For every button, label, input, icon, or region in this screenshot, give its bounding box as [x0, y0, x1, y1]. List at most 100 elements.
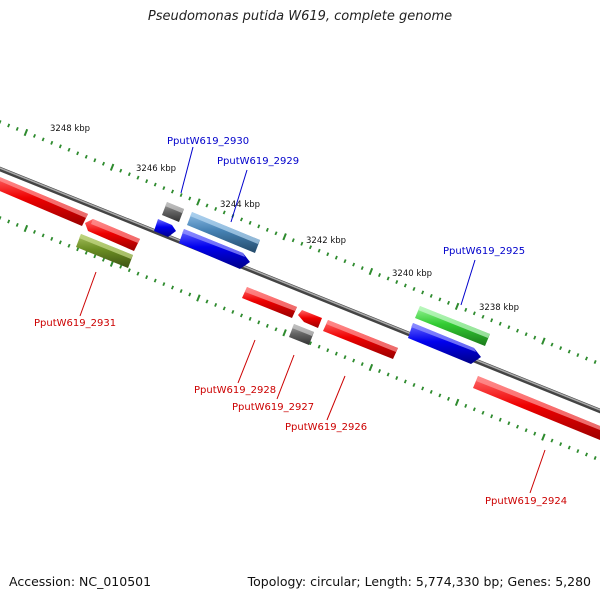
- minor-tick: [343, 259, 347, 264]
- gene-label-2931[interactable]: PputW619_2931: [34, 318, 116, 329]
- minor-tick: [162, 186, 166, 191]
- minor-tick: [550, 342, 554, 347]
- scale-label-3238: 3238 kbp: [479, 303, 519, 313]
- minor-tick: [41, 233, 45, 238]
- gene-label-2930[interactable]: PputW619_2930: [167, 136, 249, 147]
- feature-red-2924[interactable]: [473, 376, 600, 442]
- minor-tick: [76, 151, 80, 156]
- minor-tick: [257, 320, 261, 325]
- minor-tick: [58, 240, 62, 245]
- major-tick: [368, 363, 374, 372]
- gene-label-2924[interactable]: PputW619_2924: [485, 496, 567, 507]
- minor-tick: [567, 445, 571, 450]
- scale-labels: 3248 kbp 3246 kbp 3244 kbp 3242 kbp 3240…: [50, 124, 519, 313]
- minor-tick: [515, 328, 520, 333]
- minor-tick: [0, 216, 2, 220]
- minor-tick: [205, 203, 209, 208]
- scale-label-3240: 3240 kbp: [392, 269, 432, 279]
- minor-tick: [145, 179, 149, 184]
- scale-label-3244: 3244 kbp: [220, 200, 260, 210]
- feature-blue-arrow-b[interactable]: [408, 323, 481, 364]
- minor-tick: [559, 346, 563, 351]
- minor-tick: [239, 313, 244, 318]
- minor-tick: [67, 147, 71, 152]
- minor-tick: [84, 250, 88, 255]
- feature-gray-2930[interactable]: [162, 202, 184, 222]
- feature-blue-arrow-a[interactable]: [179, 229, 250, 269]
- feature-steelblue-2929[interactable]: [187, 212, 260, 253]
- minor-tick: [214, 206, 218, 211]
- minor-tick: [188, 196, 192, 201]
- minor-tick: [170, 285, 175, 290]
- minor-tick: [343, 355, 347, 360]
- major-tick: [282, 233, 287, 241]
- minor-tick: [567, 349, 571, 354]
- map-title: Pseudomonas putida W619, complete genome: [147, 9, 453, 24]
- minor-tick: [576, 449, 580, 454]
- minor-tick: [421, 290, 425, 295]
- minor-tick: [334, 351, 338, 356]
- minor-tick: [429, 293, 433, 298]
- label-leaders: [79, 146, 546, 494]
- minor-tick: [136, 175, 140, 180]
- feature-red-arrow-a[interactable]: [85, 219, 140, 251]
- minor-tick: [101, 161, 106, 166]
- minor-tick: [248, 220, 252, 225]
- gene-features: [0, 175, 600, 442]
- major-tick: [454, 398, 460, 406]
- minor-tick: [93, 158, 97, 163]
- scale-label-3242: 3242 kbp: [306, 236, 346, 246]
- gene-label-2927[interactable]: PputW619_2927: [232, 402, 314, 413]
- gene-labels: PputW619_2930 PputW619_2929 PputW619_292…: [34, 136, 567, 507]
- minor-tick: [127, 268, 131, 273]
- feature-left-red-edge[interactable]: [0, 175, 88, 226]
- feature-gray-2927[interactable]: [289, 324, 314, 345]
- minor-tick: [559, 442, 563, 447]
- gene-label-2926[interactable]: PputW619_2926: [285, 422, 367, 433]
- minor-tick: [412, 286, 416, 291]
- minor-tick: [162, 282, 166, 287]
- minor-tick: [205, 299, 209, 304]
- minor-tick: [308, 245, 313, 250]
- feature-red-small[interactable]: [298, 310, 322, 328]
- minor-tick: [472, 407, 476, 412]
- minor-tick: [515, 424, 520, 429]
- minor-tick: [136, 271, 140, 276]
- minor-tick: [101, 257, 106, 262]
- minor-tick: [550, 438, 554, 443]
- feature-red-2928[interactable]: [242, 287, 297, 318]
- minor-tick: [257, 224, 261, 229]
- minor-tick: [50, 140, 54, 145]
- minor-tick: [334, 255, 338, 260]
- genome-summary-text: Topology: circular; Length: 5,774,330 bp…: [247, 574, 591, 589]
- gene-label-2928[interactable]: PputW619_2928: [194, 385, 276, 396]
- minor-tick: [490, 414, 494, 419]
- gene-label-2929[interactable]: PputW619_2929: [217, 156, 299, 167]
- gene-label-2925[interactable]: PputW619_2925: [443, 246, 525, 257]
- feature-green-2925[interactable]: [415, 306, 490, 346]
- minor-tick: [326, 348, 330, 353]
- minor-tick: [524, 428, 528, 433]
- feature-blue-small[interactable]: [154, 219, 176, 237]
- minor-tick: [41, 137, 45, 142]
- major-tick: [196, 198, 201, 206]
- minor-tick: [446, 396, 451, 401]
- minor-tick: [360, 362, 364, 367]
- minor-tick: [438, 393, 442, 398]
- minor-tick: [300, 241, 304, 246]
- minor-tick: [170, 189, 175, 194]
- feature-olive-2931[interactable]: [76, 234, 133, 268]
- minor-tick: [593, 456, 597, 460]
- major-tick: [541, 433, 546, 441]
- minor-tick: [15, 126, 19, 131]
- minor-tick: [576, 353, 580, 358]
- feature-red-2926[interactable]: [323, 320, 398, 359]
- minor-tick: [153, 278, 157, 283]
- minor-tick: [421, 386, 425, 391]
- minor-tick: [7, 123, 11, 128]
- minor-tick: [248, 316, 252, 321]
- minor-tick: [265, 227, 269, 232]
- minor-tick: [377, 273, 382, 278]
- minor-tick: [274, 327, 278, 332]
- major-tick: [23, 224, 29, 233]
